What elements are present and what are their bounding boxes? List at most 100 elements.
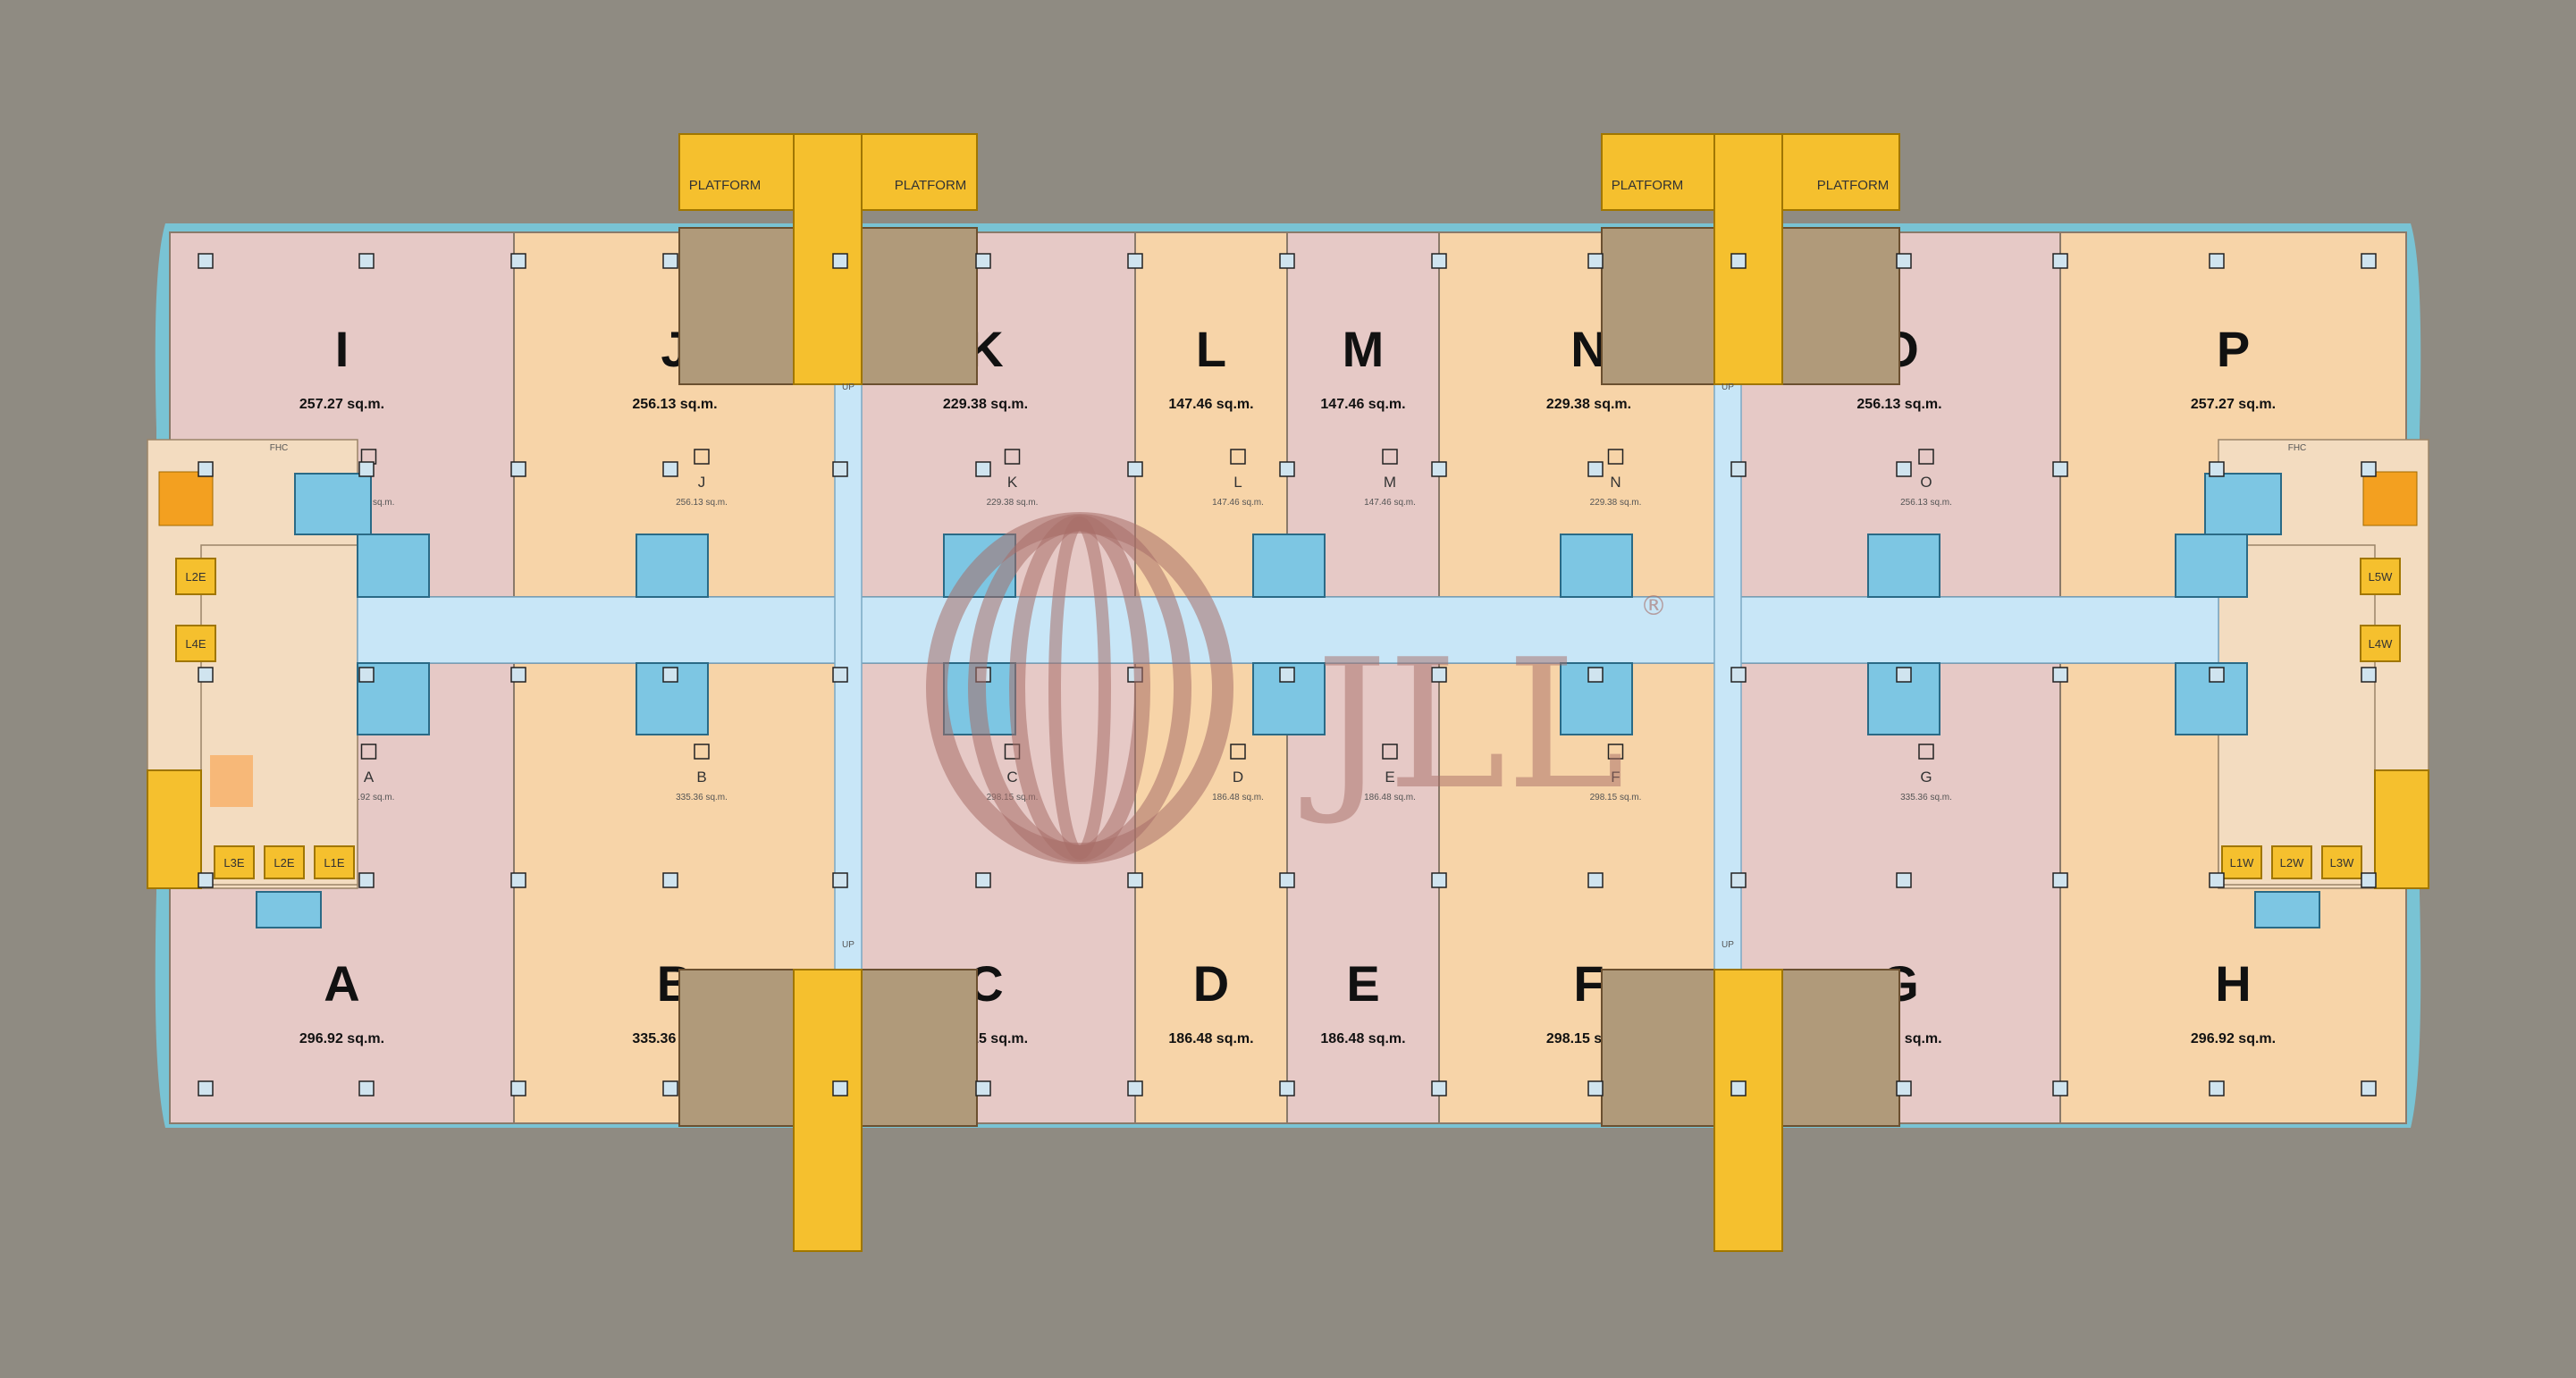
unit-small-letter: A [364,769,375,786]
column [1127,872,1143,888]
registered-mark: ® [1640,591,1667,622]
stair-up-label: UP [842,940,854,950]
unit-area-label: 296.92 sq.m. [2191,1031,2276,1046]
toilet-block [1560,534,1633,598]
lift-label: L3W [2330,856,2354,870]
unit-small-letter: N [1610,474,1621,491]
column [2361,1080,2377,1097]
unit-letter: E [1346,955,1379,1012]
unit-letter: F [1573,955,1604,1012]
west-stair [147,769,202,889]
column [662,253,678,269]
unit-letter: D [1193,955,1229,1012]
jll-watermark-logo [926,512,1233,864]
column [1431,872,1447,888]
column [2052,461,2068,477]
unit-small-letter: F [1611,769,1620,786]
column [2361,872,2377,888]
column-marker [1382,449,1398,465]
column [1730,872,1747,888]
lift-label: L3E [223,856,244,870]
toilet-blocks [294,473,2282,735]
column-marker [1607,744,1624,760]
unit-small-letter: O [1920,474,1932,491]
core-bottom-east [1601,969,1900,1252]
column [510,667,526,683]
unit-area-label: 257.27 sq.m. [299,397,384,412]
unit-small-area: 298.15 sq.m. [1590,793,1642,802]
column [1279,461,1295,477]
column [832,253,848,269]
lift-label: L2W [2280,856,2304,870]
unit-small-area: 147.46 sq.m. [1212,498,1264,508]
column [358,461,375,477]
lift-label: L1E [324,856,344,870]
column [2052,872,2068,888]
column [510,872,526,888]
column-marker [1918,744,1934,760]
column [975,872,991,888]
column [1896,253,1912,269]
column-marker [360,744,377,760]
east-toilet [2254,891,2320,928]
stair-up-label: UP [1722,382,1734,392]
west-toilet [256,891,322,928]
column-marker [1230,449,1246,465]
column [1279,1080,1295,1097]
column [358,872,375,888]
unit-small-area: 335.36 sq.m. [1900,793,1952,802]
column [2052,667,2068,683]
platform-label: PLATFORM [1612,178,1684,193]
column [198,872,214,888]
unit-letter: M [1343,321,1385,377]
west-lift-group-bottom: L3E L2E L1E [214,845,355,879]
toilet-block [1867,534,1940,598]
unit-small-letter: K [1007,474,1018,491]
column [1587,461,1604,477]
unit-letter: L [1196,321,1226,377]
lift-label: L4E [185,637,206,651]
unit-small-area: 229.38 sq.m. [1590,498,1642,508]
stair-up-label: UP [1722,940,1734,950]
column-marker [1230,744,1246,760]
west-lobby-inner [200,544,358,886]
platform-label: PLATFORM [895,178,967,193]
column [1587,1080,1604,1097]
toilet-block [294,473,372,535]
unit-small-area: 147.46 sq.m. [1364,498,1416,508]
toilet-block [636,534,709,598]
column [2209,253,2225,269]
column [1730,253,1747,269]
unit-area-label: 296.92 sq.m. [299,1031,384,1046]
unit-small-letter: D [1233,769,1243,786]
column [662,1080,678,1097]
column [832,1080,848,1097]
column [358,1080,375,1097]
east-lift-group-bottom: L1W L2W L3W [2221,845,2362,879]
column [2052,1080,2068,1097]
column [832,872,848,888]
stair-up-label: UP [842,382,854,392]
core-top-west [678,133,978,385]
fhc-label: FHC [270,443,289,453]
lift-label: L1W [2230,856,2254,870]
column [2209,872,2225,888]
column [1587,667,1604,683]
unit-area-label: 186.48 sq.m. [1320,1031,1405,1046]
unit-e-area [1286,662,1440,1124]
fhc-label: FHC [2288,443,2307,453]
unit-letter: A [324,955,359,1012]
platform-label: PLATFORM [1817,178,1890,193]
unit-small-area: 186.48 sq.m. [1212,793,1264,802]
column [358,253,375,269]
column [1730,1080,1747,1097]
column [1587,872,1604,888]
unit-area-label: 229.38 sq.m. [1546,397,1631,412]
column [1896,1080,1912,1097]
column [198,1080,214,1097]
jll-watermark-text: JLL [1301,621,1625,829]
unit-small-letter: C [1006,769,1017,786]
lift-label: L2E [274,856,294,870]
toilet-block [1252,534,1326,598]
column [1730,461,1747,477]
